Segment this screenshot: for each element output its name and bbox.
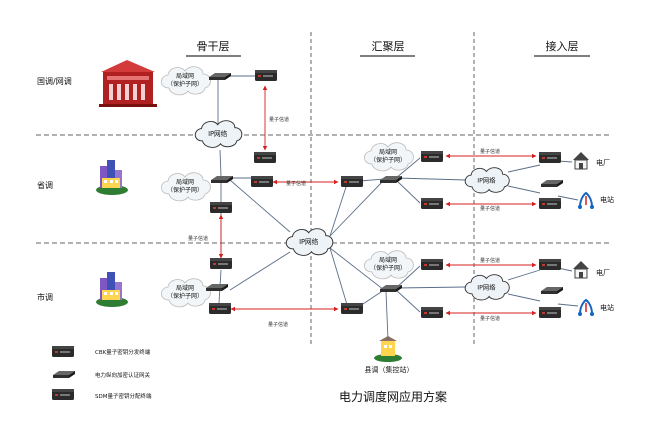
legend-gateway-label: 电力纵向加密认证网关 — [95, 371, 151, 379]
sdm-terminal — [210, 258, 232, 269]
lan-cloud-municipal: 局域网 （保护子网） — [160, 278, 211, 308]
legend-cbk-label: CBK量子密钥分发终端 — [95, 348, 151, 356]
lan-cloud-label: 局域网 — [176, 72, 194, 80]
sdm-terminal — [341, 176, 363, 187]
sdm-terminal — [255, 70, 277, 81]
legend-cbk-icon — [52, 346, 74, 357]
quantum-channel-label: 量子信道 — [480, 257, 500, 264]
quantum-channels — [218, 85, 537, 316]
ip-cloud-access-provincial: IP网络 — [464, 167, 510, 194]
sdm-terminal — [421, 151, 443, 162]
quantum-channel-label: 量子信道 — [480, 315, 500, 322]
level-national-label: 国调/网调 — [37, 77, 72, 86]
gateway-device — [380, 176, 402, 183]
substation-icon — [577, 192, 595, 210]
power-plant-icon — [572, 260, 590, 279]
ip-cloud-label: IP网络 — [299, 237, 319, 246]
gateway-device — [541, 180, 563, 187]
lan-cloud-agg-provincial: 局域网 （保护子网） — [363, 142, 414, 172]
legend-gateway-icon — [53, 371, 75, 378]
lan-cloud-sublabel: （保护子网） — [167, 80, 203, 88]
lan-cloud-agg-municipal: 局域网 （保护子网） — [363, 250, 414, 280]
lan-cloud-sublabel: （保护子网） — [167, 186, 203, 194]
sdm-terminal — [251, 176, 273, 187]
ip-cloud-access-municipal: IP网络 — [464, 274, 510, 301]
power-plant-label: 电厂 — [596, 268, 610, 277]
quantum-channel-label: 量子信道 — [188, 235, 208, 242]
sdm-terminal — [341, 303, 363, 314]
tier-headers: 骨干层 汇聚层 接入层 — [186, 40, 590, 57]
substation-label: 电站 — [600, 195, 614, 204]
lan-cloud-label: 局域网 — [379, 256, 397, 264]
sdm-terminal — [539, 152, 561, 163]
diagram-title: 电力调度网应用方案 — [339, 389, 447, 404]
tier-dividers — [310, 32, 475, 345]
national-dispatch-building-icon — [99, 60, 157, 107]
quantum-channel-label: 量子信道 — [286, 180, 306, 187]
legend: CBK量子密钥分发终端 电力纵向加密认证网关 SDM量子密钥分配终端 — [52, 346, 152, 400]
quantum-channel-label: 量子信道 — [480, 148, 500, 155]
gateway-device — [541, 287, 563, 294]
gateway-device — [206, 284, 228, 291]
sdm-terminal — [421, 198, 443, 209]
sdm-terminal — [539, 259, 561, 270]
municipal-dispatch-building-icon — [96, 272, 128, 307]
power-plant-label: 电厂 — [596, 158, 610, 167]
ip-cloud-backbone: IP网络 — [194, 120, 243, 148]
lan-cloud-label: 局域网 — [176, 178, 194, 186]
substation-label: 电站 — [600, 303, 614, 312]
sdm-terminal — [539, 307, 561, 318]
ip-cloud-label: IP网络 — [208, 129, 228, 138]
sdm-terminal — [421, 259, 443, 270]
legend-sdm-icon — [52, 389, 74, 400]
lan-cloud-sublabel: （保护子网） — [167, 292, 203, 300]
lan-cloud-label: 局域网 — [379, 148, 397, 156]
power-plant-icon — [572, 151, 590, 170]
tier-aggregation-label: 汇聚层 — [372, 40, 405, 53]
sdm-terminal — [421, 307, 443, 318]
quantum-channel-label: 量子信道 — [269, 116, 289, 123]
lan-cloud-sublabel: （保护子网） — [370, 264, 406, 272]
level-county-label: 县调（集控站） — [365, 365, 414, 374]
ip-cloud-label: IP网络 — [477, 282, 496, 291]
level-provincial-label: 省调 — [37, 180, 53, 190]
lan-cloud-label: 局域网 — [176, 284, 194, 292]
level-municipal-label: 市调 — [37, 292, 53, 302]
provincial-dispatch-building-icon — [96, 160, 128, 195]
ip-cloud-label: IP网络 — [477, 175, 496, 184]
quantum-channel-label: 量子信道 — [480, 205, 500, 212]
tier-access-label: 接入层 — [546, 40, 579, 53]
gateway-device — [211, 176, 233, 183]
lan-cloud-provincial: 局域网 （保护子网） — [160, 172, 211, 202]
quantum-channel-label: 量子信道 — [268, 321, 288, 328]
substation-icon — [577, 299, 595, 317]
sdm-terminal — [539, 198, 561, 209]
legend-sdm-label: SDM量子密钥分配终端 — [95, 392, 152, 400]
tier-core-label: 骨干层 — [197, 40, 230, 53]
lan-cloud-sublabel: （保护子网） — [370, 156, 406, 164]
sdm-terminal — [210, 202, 232, 213]
ip-cloud-center: IP网络 — [285, 228, 334, 256]
lan-cloud-national: 局域网 （保护子网） — [160, 66, 211, 96]
network-links — [217, 75, 579, 341]
gateway-device — [380, 285, 402, 292]
county-dispatch-building-icon — [374, 336, 402, 362]
sdm-terminal — [209, 303, 231, 314]
quantum-channel-labels: 量子信道 量子信道 量子信道 量子信道 量子信道 量子信道 量子信道 量子信道 — [188, 116, 500, 328]
gateway-device — [209, 73, 231, 80]
sdm-terminal — [254, 152, 276, 163]
